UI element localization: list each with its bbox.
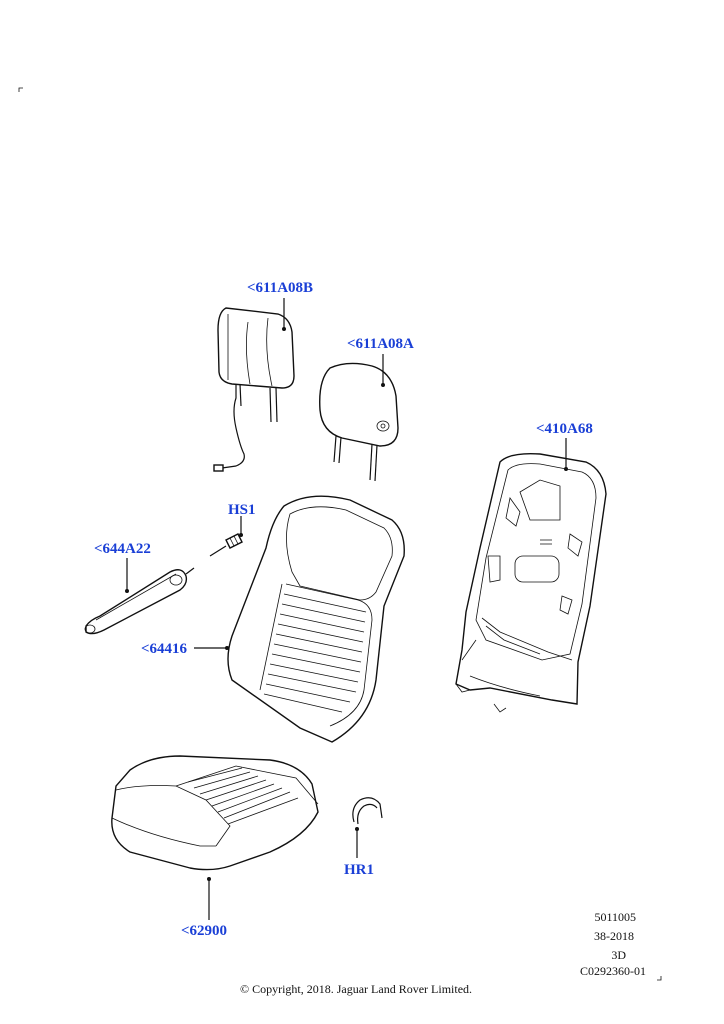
leader-dot (381, 383, 385, 387)
leader-dot (282, 327, 286, 331)
leader-dot (355, 827, 359, 831)
headrest-rear-drawing (213, 307, 295, 472)
leader-dot (225, 646, 229, 650)
callout-611A08B[interactable]: <611A08B (247, 280, 313, 296)
cushion-stitch-lines (187, 767, 299, 825)
backrest-stitch-lines (263, 593, 367, 713)
backrest-frame-drawing (455, 452, 607, 713)
leader-dot (564, 467, 568, 471)
leader-dot (239, 533, 243, 537)
leader-dot (125, 589, 129, 593)
leader-dot (207, 877, 211, 881)
switch-drawing (209, 533, 243, 557)
cushion-cover-drawing (111, 755, 319, 871)
meta-line-1: 5011005 (594, 910, 636, 924)
backrest-cover-drawing (227, 495, 405, 743)
callout-644A22[interactable]: <644A22 (94, 541, 151, 557)
callout-HR1[interactable]: HR1 (344, 862, 374, 878)
callout-64416[interactable]: <64416 (141, 641, 188, 657)
corner-mark (18, 87, 23, 92)
meta-line-2: 38-2018 (594, 929, 634, 943)
meta-line-4: C0292360-01 (580, 964, 646, 978)
meta-line-3: 3D (611, 948, 626, 962)
corner-mark (657, 976, 662, 981)
hog-ring-drawing (352, 797, 383, 825)
callout-410A68[interactable]: <410A68 (536, 421, 593, 437)
side-trim-drawing (84, 567, 195, 635)
copyright-text: © Copyright, 2018. Jaguar Land Rover Lim… (240, 982, 472, 996)
callout-611A08A[interactable]: <611A08A (347, 336, 414, 352)
callout-62900[interactable]: <62900 (181, 923, 227, 939)
callout-HS1[interactable]: HS1 (228, 502, 256, 518)
headrest-front-drawing (319, 362, 399, 482)
